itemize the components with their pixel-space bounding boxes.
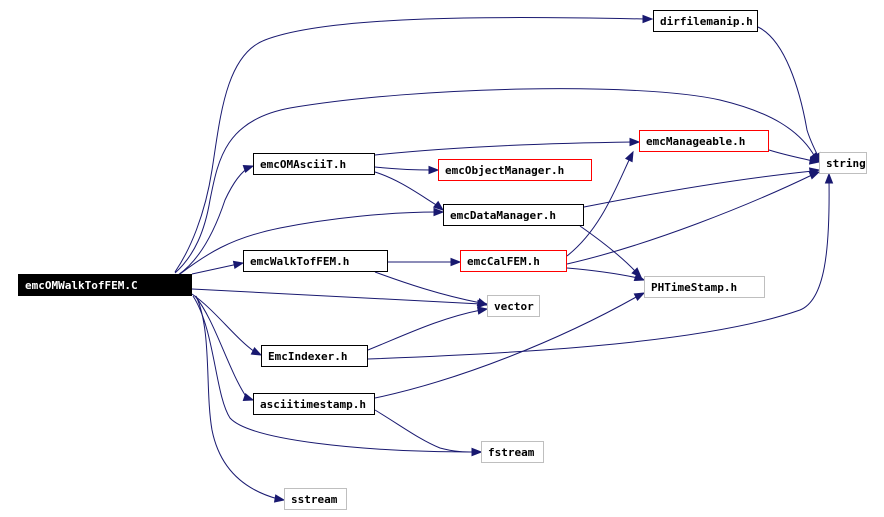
edge-line xyxy=(174,16,646,273)
edge-line xyxy=(191,293,256,353)
edge-arrowhead xyxy=(476,297,489,307)
edge-line xyxy=(191,263,239,275)
edge-line xyxy=(566,267,639,279)
edge-emccalfem-h-to-phtimestamp-h xyxy=(566,267,646,282)
edge-emcindexer-h-to-vector xyxy=(367,306,489,351)
edge-arrowhead xyxy=(232,260,245,270)
edge-line xyxy=(374,171,439,207)
edge-arrowhead xyxy=(432,200,445,211)
edge-arrowhead xyxy=(450,257,462,267)
edge-emcomasciit-h-to-emcobjectmanager-h xyxy=(374,165,440,175)
edge-line xyxy=(374,409,476,453)
edge-emcdatamanager-h-to-string xyxy=(583,167,821,208)
edge-line xyxy=(192,295,476,453)
edge-emcwalktoffem-h-to-vector xyxy=(374,271,489,307)
edge-arrowhead xyxy=(433,207,445,217)
node-emcobjectmanager-h[interactable]: emcObjectManager.h xyxy=(438,159,592,181)
edge-line xyxy=(566,157,631,257)
edge-line xyxy=(194,295,248,399)
edge-arrowhead xyxy=(824,172,834,184)
edge-arrowhead xyxy=(624,150,634,163)
edge-line xyxy=(367,179,830,360)
edge-emcomwalktoffem-c-to-emcwalktoffem-h xyxy=(191,260,245,275)
edge-emcomwalktoffem-c-to-emcomasciit-h xyxy=(177,164,255,276)
edge-line xyxy=(367,309,482,351)
node-vector[interactable]: vector xyxy=(487,295,540,317)
edge-line xyxy=(179,211,438,275)
edge-line xyxy=(374,166,433,171)
edge-emcmanageable-h-to-string xyxy=(768,149,821,165)
edge-asciitimestamp-h-to-phtimestamp-h xyxy=(374,292,646,399)
edge-arrowhead xyxy=(242,164,255,174)
edge-emcomwalktoffem-c-to-sstream xyxy=(195,295,286,503)
edge-emcwalktoffem-h-to-emccalfem-h xyxy=(388,257,462,267)
node-emcwalktoffem-h[interactable]: emcWalkTofFEM.h xyxy=(243,250,388,272)
edge-emcomwalktoffem-c-to-emcdatamanager-h xyxy=(179,207,445,275)
edge-line xyxy=(195,295,279,500)
edge-emccalfem-h-to-emcmanageable-h xyxy=(566,150,634,257)
edge-arrowhead xyxy=(471,447,483,457)
edge-line xyxy=(757,26,819,157)
node-emcdatamanager-h[interactable]: emcDataManager.h xyxy=(443,204,584,226)
edge-arrowhead xyxy=(633,272,646,282)
node-emcomwalktoffem-c[interactable]: emcOMWalkTofFEM.C xyxy=(18,274,192,296)
edge-asciitimestamp-h-to-fstream xyxy=(374,409,483,457)
edge-emcomwalktoffem-c-to-fstream xyxy=(192,295,483,457)
edge-emcomwalktoffem-c-to-asciitimestamp-h xyxy=(194,295,255,402)
edge-line xyxy=(374,141,634,156)
edge-emcomasciit-h-to-emcdatamanager-h xyxy=(374,171,445,211)
edge-emcomwalktoffem-c-to-vector xyxy=(191,288,489,309)
node-emccalfem-h[interactable]: emcCalFEM.h xyxy=(460,250,567,272)
edge-arrowhead xyxy=(476,306,489,315)
node-dirfilemanip-h[interactable]: dirfilemanip.h xyxy=(653,10,758,32)
edge-arrowhead xyxy=(242,392,255,402)
edge-arrowhead xyxy=(642,14,654,24)
node-asciitimestamp-h[interactable]: asciitimestamp.h xyxy=(253,393,375,415)
edge-line xyxy=(583,170,814,208)
node-emcindexer-h[interactable]: EmcIndexer.h xyxy=(261,345,368,367)
node-sstream[interactable]: sstream xyxy=(284,488,347,510)
edge-emcindexer-h-to-string xyxy=(367,172,834,360)
edge-emcomasciit-h-to-emcmanageable-h xyxy=(374,137,641,156)
edge-emcomwalktoffem-c-to-emcindexer-h xyxy=(191,293,263,356)
edge-line xyxy=(374,271,482,304)
edge-emccalfem-h-to-string xyxy=(566,171,821,265)
edge-line xyxy=(374,295,639,399)
edge-line xyxy=(177,166,251,276)
edge-line xyxy=(566,173,815,265)
node-string[interactable]: string xyxy=(819,152,867,174)
node-fstream[interactable]: fstream xyxy=(481,441,544,463)
node-emcomasciit-h[interactable]: emcOMAsciiT.h xyxy=(253,153,375,175)
edge-line xyxy=(174,88,816,274)
edge-line xyxy=(768,149,814,162)
edge-arrowhead xyxy=(428,165,440,175)
edge-arrowhead xyxy=(808,171,821,180)
node-phtimestamp-h[interactable]: PHTimeStamp.h xyxy=(644,276,765,298)
node-emcmanageable-h[interactable]: emcManageable.h xyxy=(639,130,769,152)
edge-emcomwalktoffem-c-to-dirfilemanip-h xyxy=(174,14,654,273)
edge-arrowhead xyxy=(808,156,821,165)
edge-arrowhead xyxy=(273,494,286,503)
edge-line xyxy=(579,225,637,273)
edge-arrowhead xyxy=(629,137,641,147)
edge-arrowhead xyxy=(250,346,263,356)
edge-line xyxy=(191,288,482,305)
edge-arrowhead xyxy=(633,292,646,302)
